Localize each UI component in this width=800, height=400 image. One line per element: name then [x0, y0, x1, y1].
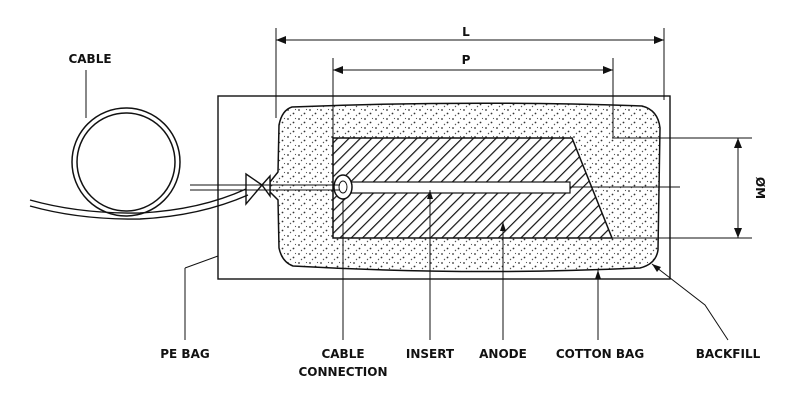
backfill-leader — [651, 263, 729, 341]
cable-line — [29, 188, 247, 214]
label-cable-connection-2: CONNECTION — [299, 365, 388, 379]
dimension-p-label: P — [462, 53, 471, 67]
dimension-l-label: L — [462, 25, 470, 39]
label-anode: ANODE — [479, 347, 527, 361]
label-cotton-bag: COTTON BAG — [556, 347, 644, 361]
label-cable-connection-1: CABLE — [321, 347, 364, 361]
dimension-m: ØM — [612, 137, 767, 239]
dimension-m-label: ØM — [753, 177, 767, 199]
insert-rod — [345, 181, 571, 194]
label-cable: CABLE — [68, 52, 111, 66]
cable-connection-shape — [333, 174, 353, 200]
cable-coil-inner — [76, 112, 176, 212]
dimension-p: P — [332, 53, 614, 138]
cable-coil-outer — [71, 107, 181, 217]
bag-tie — [245, 172, 271, 206]
dimension-l: L — [275, 25, 665, 118]
label-insert: INSERT — [406, 347, 455, 361]
label-backfill: BACKFILL — [696, 347, 761, 361]
label-pe-bag: PE BAG — [160, 347, 209, 361]
